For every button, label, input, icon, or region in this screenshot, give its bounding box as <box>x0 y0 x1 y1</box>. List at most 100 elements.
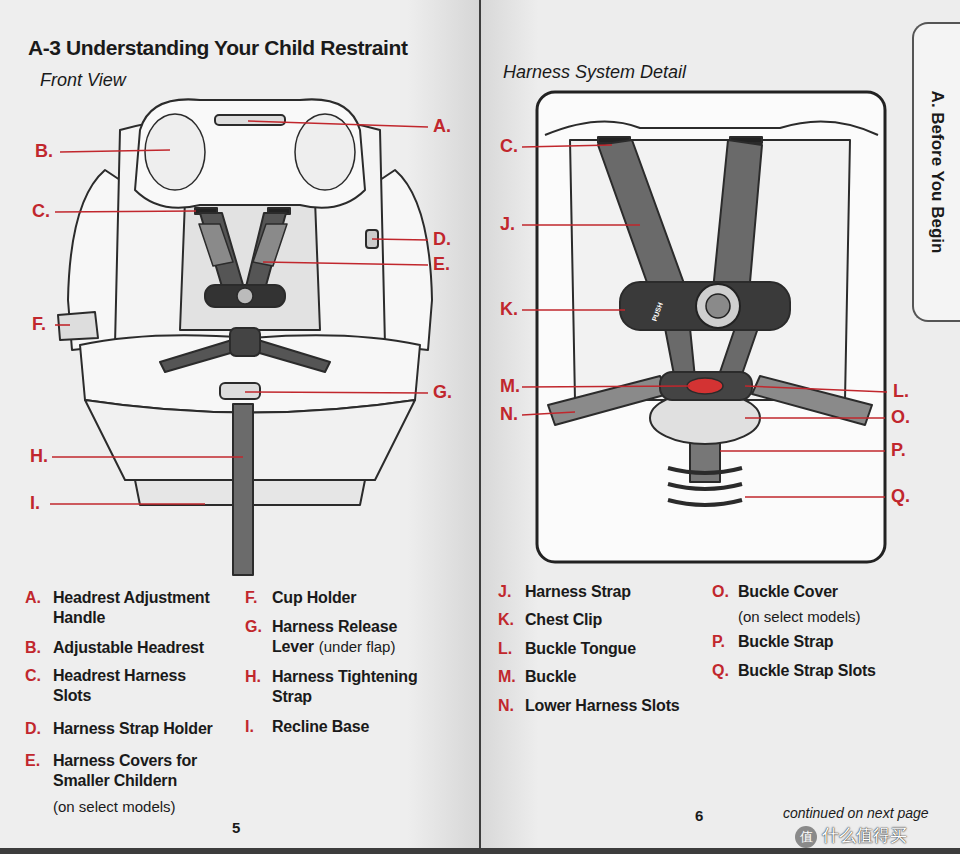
legend-text: Buckle Tongue <box>525 639 636 659</box>
harness-cover <box>253 224 287 266</box>
strap-slot <box>668 500 742 505</box>
right-page <box>481 0 960 848</box>
buckle <box>230 328 260 356</box>
callout-letter: O. <box>891 407 910 427</box>
leader-line <box>522 386 690 387</box>
legend-text: Harness Strap <box>525 582 631 602</box>
leader-line <box>60 150 170 152</box>
callout-letter: A. <box>433 116 451 136</box>
detail-frame <box>537 92 885 562</box>
view-heading: Harness System Detail <box>503 62 686 82</box>
leader-lines <box>50 121 428 504</box>
legend-text: Lower Harness Slots <box>525 696 679 716</box>
legend-text: Buckle Strap Slots <box>738 661 876 681</box>
callout-letter: J. <box>500 214 515 234</box>
legend-text: Buckle Cover <box>738 582 838 602</box>
headrest <box>135 99 365 207</box>
callout-letter: Q. <box>891 486 910 506</box>
legend-text: Adjustable Headrest <box>53 638 204 658</box>
lap-belt <box>256 340 330 372</box>
cup-holder <box>58 312 98 340</box>
callout-letter: H. <box>30 446 48 466</box>
callout-letter: M. <box>500 376 520 396</box>
harness-cover <box>199 224 233 266</box>
section-tab: A. Before You Begin <box>912 22 960 322</box>
leader-line <box>522 309 625 311</box>
harness-strap <box>712 140 762 305</box>
leader-line <box>50 503 205 505</box>
callout-letter: P. <box>891 440 906 460</box>
leader-line <box>522 224 640 226</box>
leader-line <box>52 456 243 458</box>
leader-line <box>522 145 612 147</box>
leader-line <box>745 496 885 498</box>
legend-letter: J. <box>498 582 511 602</box>
chest-clip <box>620 282 790 330</box>
leader-line <box>263 262 428 265</box>
callout-letter: F. <box>32 314 46 334</box>
tab-text: A. Before You Begin <box>927 91 947 254</box>
leader-line <box>245 392 428 393</box>
callout-letter: N. <box>500 404 518 424</box>
legend-letter: N. <box>498 696 514 716</box>
callout-letter: B. <box>35 141 53 161</box>
leader-line <box>55 324 70 326</box>
chest-clip-button <box>237 288 253 304</box>
legend-letter: M. <box>498 667 516 687</box>
chest-clip-button <box>696 284 740 328</box>
legend-letter: A. <box>25 588 41 608</box>
watermark-icon: 值 <box>795 826 817 848</box>
callout-letter: C. <box>32 201 50 221</box>
leader-line <box>372 239 428 240</box>
legend-text: Headrest Adjustment Handle <box>53 588 233 628</box>
leader-line <box>55 211 196 212</box>
legend-note: (on select models) <box>738 607 861 627</box>
legend-text: Buckle Strap <box>738 632 833 652</box>
page-number: 6 <box>695 806 703 826</box>
legend-letter: F. <box>245 588 257 608</box>
legend-letter: L. <box>498 639 512 659</box>
legend-letter: I. <box>245 717 254 737</box>
page-title: A-3 Understanding Your Child Restraint <box>28 38 408 58</box>
seat-back <box>570 140 850 400</box>
legend-letter: E. <box>25 751 40 771</box>
strap-slot <box>668 484 742 489</box>
strap-slot <box>668 468 742 473</box>
legend-text: Harness Covers for Smaller Childern <box>53 751 238 791</box>
legend-text: Buckle <box>525 667 576 687</box>
legend-text: Recline Base <box>272 717 369 737</box>
view-heading: Front View <box>40 70 126 90</box>
legend-letter: K. <box>498 610 514 630</box>
tightening-strap <box>233 404 253 575</box>
continued-note: continued on next page <box>783 803 929 823</box>
legend-letter: P. <box>712 632 725 652</box>
leader-lines <box>522 145 887 497</box>
callout-letter: K. <box>500 299 518 319</box>
legend-letter: C. <box>25 666 41 686</box>
callout-letter: G. <box>433 382 452 402</box>
back-panel <box>180 200 320 330</box>
callout-letter: D. <box>433 229 451 249</box>
legend-entry: Harness Release Lever(under flap) <box>272 617 422 657</box>
callout-letter: L. <box>893 381 909 401</box>
headrest-handle <box>215 115 285 125</box>
leader-line <box>720 450 885 452</box>
buckle-button <box>687 378 723 394</box>
legend-letter: B. <box>25 638 41 658</box>
legend-text: Chest Clip <box>525 610 602 630</box>
buckle-strap <box>690 440 720 482</box>
watermark: 什么值得买 <box>822 826 907 846</box>
legend-text: Cup Holder <box>272 588 356 608</box>
leader-line <box>522 412 575 415</box>
headrest-pad <box>295 114 355 190</box>
harness-strap <box>598 140 690 305</box>
headrest-pad <box>145 114 205 190</box>
legend-note: (on select models) <box>53 797 176 817</box>
leader-line <box>248 121 428 127</box>
leader-line <box>745 386 887 392</box>
legend-letter: D. <box>25 719 41 739</box>
callout-letter: E. <box>433 254 450 274</box>
legend-text: Headrest Harness Slots <box>53 666 223 706</box>
callout-letter: C. <box>500 136 518 156</box>
